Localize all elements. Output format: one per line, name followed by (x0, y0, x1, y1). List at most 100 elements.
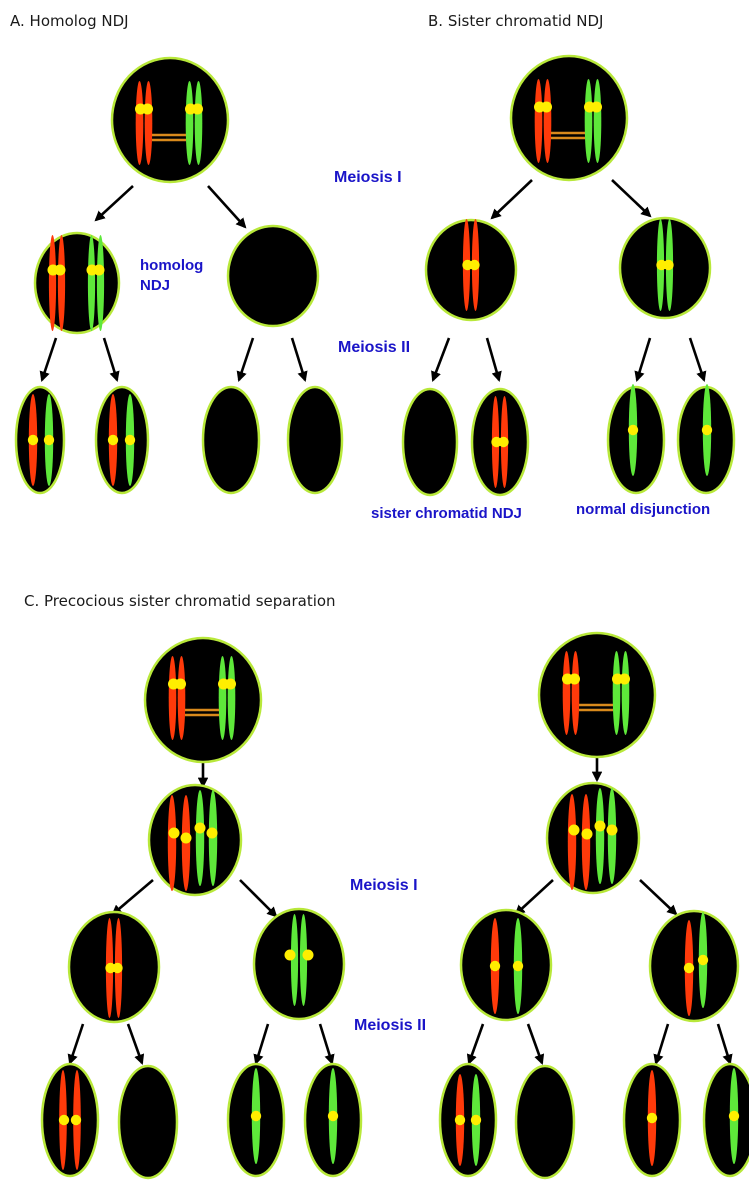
arrow (487, 338, 499, 380)
cell-membrane (426, 220, 516, 320)
arrow (516, 880, 553, 914)
chromatid (219, 656, 227, 740)
centromere (628, 425, 638, 435)
cell-c2-gamete-2 (516, 1066, 574, 1178)
cell-membrane (203, 387, 259, 493)
normal-disjunction-label: normal disjunction (576, 501, 710, 518)
cell-c2-m1 (547, 783, 639, 893)
chromatid (178, 656, 186, 740)
centromere (169, 828, 180, 839)
arrow (640, 880, 676, 914)
centromere (591, 102, 602, 113)
centromere (108, 435, 118, 445)
chromatid (228, 656, 236, 740)
cell-membrane (650, 911, 738, 1021)
cell-membrane (96, 387, 148, 493)
arrow (690, 338, 704, 380)
cell-a-gamete-3 (203, 387, 259, 493)
arrow (469, 1024, 483, 1063)
cell-c2-m2-right (650, 911, 738, 1021)
arrow (320, 1024, 332, 1063)
cells-layer (16, 56, 749, 1178)
cell-c1-gamete-4 (305, 1064, 361, 1176)
chromatid (58, 235, 65, 331)
centromere (702, 425, 712, 435)
cell-c2-gamete-1 (440, 1064, 496, 1176)
chromatid (97, 235, 104, 331)
cell-c2-m2-left (461, 910, 551, 1020)
cell-b-gamete-double (472, 389, 528, 495)
arrow (637, 338, 650, 380)
cell-c1-m2-red (69, 912, 159, 1022)
cell-b-gamete-3 (608, 384, 664, 493)
sister-chromatid-ndj-label: sister chromatid NDJ (371, 505, 522, 522)
chromatid (169, 656, 177, 740)
centromere (469, 260, 479, 270)
centromere (595, 821, 606, 832)
chromatid (186, 81, 194, 165)
cell-b-m1-red (426, 219, 516, 320)
arrow (528, 1024, 542, 1063)
arrow (612, 180, 650, 216)
chromatid (535, 79, 543, 163)
centromere (192, 104, 203, 115)
cell-c2-parent (539, 633, 655, 757)
cell-a-gamete-2 (96, 387, 148, 493)
cell-c1-gamete-3 (228, 1064, 284, 1176)
arrow (492, 180, 532, 218)
chromatid (49, 235, 56, 331)
cell-membrane (516, 1066, 574, 1178)
arrow (433, 338, 449, 380)
centromere (619, 674, 630, 685)
centromere (455, 1115, 465, 1125)
arrow (256, 1024, 268, 1063)
meiosis-1-label: Meiosis I (334, 169, 402, 186)
cell-a-parent (112, 58, 228, 182)
centromere (175, 679, 186, 690)
centromere (44, 435, 54, 445)
chromatid (168, 795, 176, 891)
cell-membrane (35, 233, 119, 333)
panel-b-title: B. Sister chromatid NDJ (428, 12, 603, 30)
homolog-ndj-label-line2: NDJ (140, 277, 170, 294)
cell-a-ndj (35, 233, 119, 333)
cell-b-gamete-4 (678, 384, 734, 493)
centromere (59, 1115, 69, 1125)
cell-membrane (228, 226, 318, 326)
centromere (513, 961, 523, 971)
centromere (607, 825, 618, 836)
cell-membrane (288, 387, 342, 493)
cell-membrane (704, 1064, 749, 1176)
chromatid (568, 794, 576, 890)
cell-c2-gamete-4 (704, 1064, 749, 1176)
cell-membrane (403, 389, 457, 495)
centromere (71, 1115, 81, 1125)
arrow (70, 1024, 83, 1063)
cell-c2-gamete-3 (624, 1064, 680, 1176)
chromatid (596, 788, 604, 884)
chromatid (572, 651, 580, 735)
cell-membrane (547, 783, 639, 893)
arrow (292, 338, 305, 380)
chromatid (145, 81, 153, 165)
chromatid (594, 79, 602, 163)
centromere (94, 265, 105, 276)
cell-membrane (511, 56, 627, 180)
cell-c1-gamete-2 (119, 1066, 177, 1178)
cell-membrane (461, 910, 551, 1020)
centromere (490, 961, 500, 971)
cell-a-gamete-4 (288, 387, 342, 493)
chromatid (195, 81, 203, 165)
centromere (207, 828, 218, 839)
cell-membrane (254, 909, 344, 1019)
chromatid (563, 651, 571, 735)
cell-membrane (16, 387, 64, 493)
arrow (718, 1024, 730, 1063)
panel-c-title: C. Precocious sister chromatid separatio… (24, 592, 336, 610)
cell-a-empty (228, 226, 318, 326)
arrow (128, 1024, 142, 1063)
centromere (251, 1111, 261, 1121)
arrow (42, 338, 56, 380)
chromatid (544, 79, 552, 163)
